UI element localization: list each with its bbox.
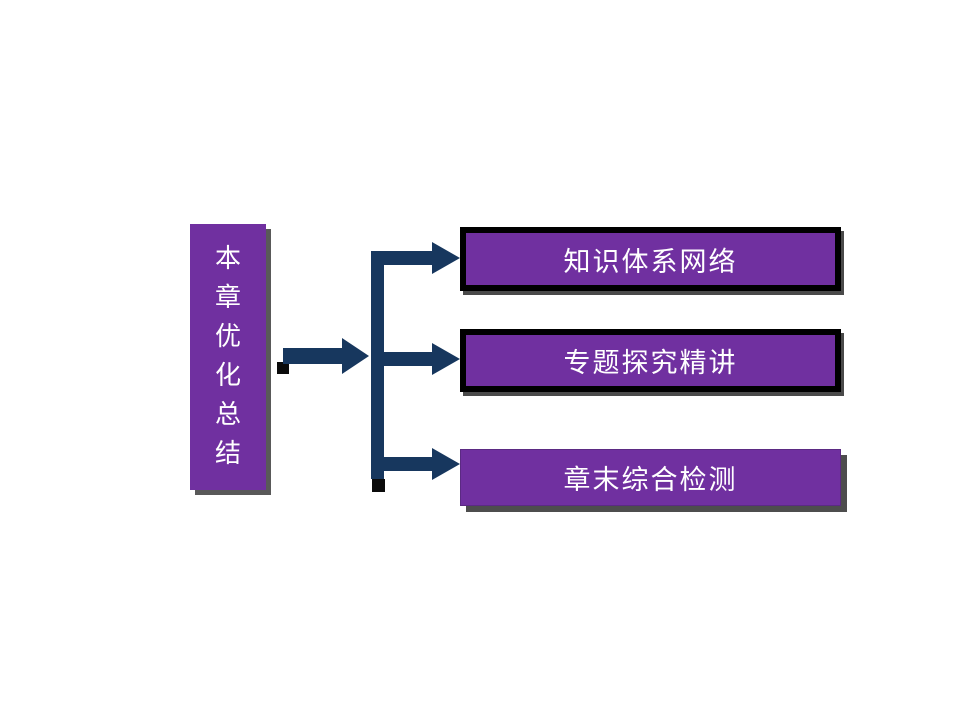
- main-arrow-head-icon: [342, 338, 369, 374]
- root-char: 本: [214, 244, 241, 274]
- root-char: 总: [214, 400, 241, 430]
- branch-label: 专题探究精讲: [563, 348, 738, 379]
- branch-arrow-2-head-icon: [432, 343, 460, 375]
- root-char: 化: [214, 361, 241, 391]
- root-char: 章: [214, 283, 241, 313]
- root-node-chapter-summary: 本 章 优 化 总 结: [190, 224, 266, 490]
- branch-label: 知识体系网络: [563, 246, 738, 278]
- branch-arrow-2-shaft: [371, 352, 432, 366]
- branch-arrow-3-shaft: [371, 457, 432, 471]
- branch-label: 章末综合检测: [563, 465, 738, 496]
- branch-arrow-1-shaft: [371, 251, 432, 265]
- root-char: 优: [214, 322, 241, 352]
- connector-bottom-shadow: [372, 479, 385, 492]
- branch-node-chapter-test: 章末综合检测: [460, 449, 841, 506]
- branch-arrow-1-head-icon: [432, 242, 460, 274]
- root-char: 结: [214, 439, 241, 469]
- branch-arrow-3-head-icon: [432, 448, 460, 480]
- main-arrow-shaft: [283, 348, 342, 364]
- branch-node-knowledge-network: 知识体系网络: [460, 227, 841, 291]
- branch-node-topic-exploration: 专题探究精讲: [460, 329, 841, 392]
- arrow-tail-shadow: [277, 362, 289, 374]
